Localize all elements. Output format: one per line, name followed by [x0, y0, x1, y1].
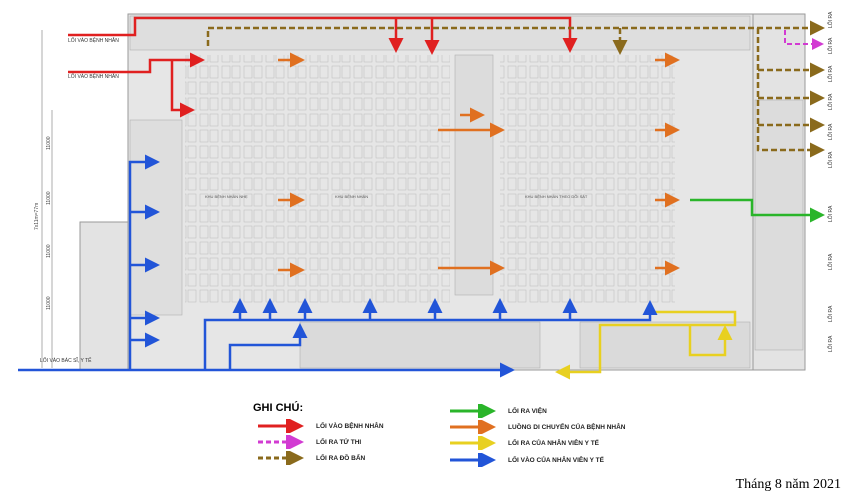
dimension-3: 11000: [46, 244, 52, 258]
svg-text:LỐI RA: LỐI RA: [827, 65, 834, 82]
zone-label-main: KHU BỆNH NHÂN: [335, 194, 368, 199]
route-waste-exit: [206, 20, 825, 158]
zone-label-close: KHU BỆNH NHÂN THEO DÕI SÁT: [525, 194, 588, 199]
entry-label-2: LỐI VÀO BỆNH NHÂN: [68, 72, 119, 80]
legend-item-waste-out: LỐI RA ĐỒ BẨN: [256, 451, 365, 465]
dimension-1: 11000: [46, 136, 52, 150]
legend-label: LỐI VÀO BỆNH NHÂN: [316, 422, 384, 430]
route-body-exit: [784, 30, 824, 50]
legend-item-staff-out: LỐI RA CỦA NHÂN VIÊN Y TẾ: [448, 436, 599, 450]
svg-text:LỐI RA: LỐI RA: [827, 205, 834, 222]
zone-label-light: KHU BỆNH NHÂN NHẸ: [205, 194, 248, 199]
legend-swatch-red-arrow: [258, 419, 304, 433]
svg-text:LỐI RA: LỐI RA: [827, 151, 834, 168]
ward-zone-right: [500, 55, 675, 305]
svg-text:LỐI RA: LỐI RA: [827, 37, 834, 54]
legend-label: LỐI RA TỬ THI: [316, 438, 362, 446]
dimension-4: 11000: [46, 296, 52, 310]
central-column: [454, 54, 494, 296]
left-service-rooms: [129, 119, 183, 316]
right-rooms: [754, 99, 804, 351]
route-staff-exit: [555, 310, 737, 380]
staff-entry-label: LỐI VÀO BÁC SĨ, Y TẾ: [40, 357, 92, 364]
svg-text:LỐI RA: LỐI RA: [827, 305, 834, 322]
dimension-total: 7x11m=77m: [34, 203, 40, 230]
legend-item-patient-move: LUỒNG DI CHUYỂN CỦA BỆNH NHÂN: [448, 420, 625, 434]
legend-item-patient-in: LỐI VÀO BỆNH NHÂN: [256, 419, 384, 433]
legend-item-discharge: LỐI RA VIỆN: [448, 404, 547, 418]
svg-text:LỐI RA: LỐI RA: [827, 335, 834, 352]
legend-title: GHI CHÚ:: [253, 402, 304, 414]
legend-swatch-yellow-arrow: [450, 436, 496, 450]
route-patient-movement: [278, 52, 680, 278]
left-annex: [79, 221, 129, 371]
floor-plan-diagram: KHU BỆNH NHÂN NHẸ KHU BỆNH NHÂN KHU BỆNH…: [18, 11, 834, 380]
legend-label: LỐI RA VIỆN: [508, 407, 547, 415]
svg-text:LỐI RA: LỐI RA: [827, 123, 834, 140]
legend-label: LUỒNG DI CHUYỂN CỦA BỆNH NHÂN: [508, 423, 626, 431]
bottom-rooms: [299, 321, 541, 369]
route-discharge: [690, 198, 825, 223]
svg-text:LỐI RA: LỐI RA: [827, 93, 834, 110]
legend-swatch-blue-arrow: [450, 453, 496, 467]
svg-text:LỐI RA: LỐI RA: [827, 253, 834, 270]
route-staff-entry: [18, 154, 658, 378]
legend-swatch-green-arrow: [450, 404, 496, 418]
dimension-2: 11000: [46, 191, 52, 205]
legend-swatch-orange-arrow: [450, 420, 496, 434]
date-caption: Tháng 8 năm 2021: [735, 477, 841, 492]
entry-label-1: LỐI VÀO BỆNH NHÂN: [68, 36, 119, 44]
legend-label: LỐI VÀO CỦA NHÂN VIÊN Y TẾ: [508, 456, 604, 464]
legend-label: LỐI RA CỦA NHÂN VIÊN Y TẾ: [508, 439, 600, 447]
top-service-strip: [129, 15, 751, 51]
legend-swatch-brown-arrow: [258, 451, 304, 465]
legend-label: LỐI RA ĐỒ BẨN: [316, 454, 366, 462]
ward-zone-left: [185, 55, 450, 305]
legend-item-body-out: LỐI RA TỬ THI: [256, 435, 361, 449]
exit-labels: LỐI RA LỐI RA LỐI RA LỐI RA LỐI RA LỐI R…: [827, 11, 834, 352]
legend-swatch-magenta-arrow: [258, 435, 304, 449]
svg-text:LỐI RA: LỐI RA: [827, 11, 834, 28]
legend-item-staff-in: LỐI VÀO CỦA NHÂN VIÊN Y TẾ: [448, 453, 604, 467]
